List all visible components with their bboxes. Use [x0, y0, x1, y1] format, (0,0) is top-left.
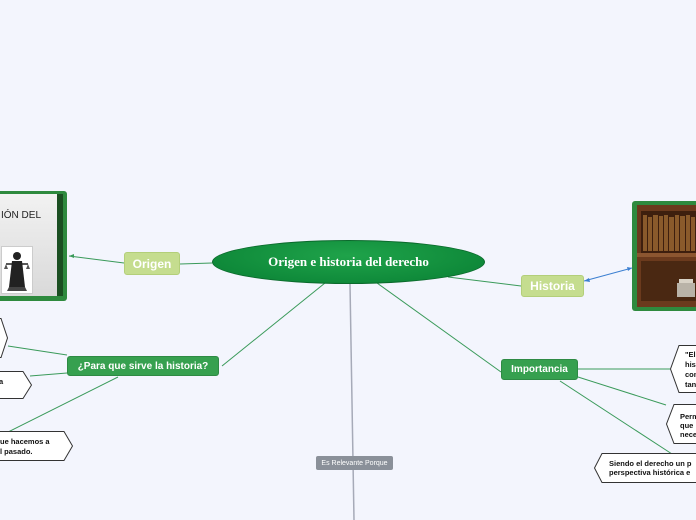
origen-image-inner: IÓN DEL — [0, 194, 57, 296]
callout-right-2-l1: Perm — [680, 412, 696, 421]
callout-left-low-line1: ue hacemos a — [0, 437, 50, 446]
origen-image: IÓN DEL — [0, 191, 67, 301]
callout-left-mid[interactable]: a — [0, 371, 32, 399]
bookshelf-icon — [637, 205, 696, 307]
callout-right-1[interactable]: "El his con tan — [670, 345, 696, 393]
callout-right-1-l1: "El — [685, 350, 696, 359]
callout-right-3-l1: Siendo el derecho un p — [609, 459, 692, 468]
callout-right-3[interactable]: Siendo el derecho un p perspectiva histó… — [594, 453, 696, 483]
callout-right-2-l2: que — [680, 421, 694, 430]
callout-left-low[interactable]: ue hacemos a l pasado. — [0, 431, 73, 461]
branch-importancia[interactable]: Importancia — [501, 359, 578, 380]
justice-figure-icon — [1, 246, 33, 294]
central-topic[interactable]: Origen e historia del derecho — [212, 240, 485, 284]
callout-right-2-l3: nece — [680, 430, 696, 439]
branch-historia[interactable]: Historia — [521, 275, 584, 297]
branch-es-relevante[interactable]: Es Relevante Porque — [316, 456, 393, 470]
callout-right-1-l2: his — [685, 360, 696, 369]
callout-right-2[interactable]: Perm que nece — [666, 404, 696, 444]
callout-right-3-l2: perspectiva histórica e — [609, 468, 691, 477]
origen-image-caption: IÓN DEL — [1, 210, 42, 221]
branch-origen[interactable]: Origen — [124, 252, 180, 275]
callout-left-mid-text: a — [0, 377, 4, 386]
callout-right-1-l3: con — [685, 370, 696, 379]
callout-left-top[interactable] — [0, 318, 8, 358]
branch-para-que-sirve[interactable]: ¿Para que sirve la historia? — [67, 356, 219, 376]
callout-right-1-l4: tan — [685, 380, 696, 389]
historia-image — [632, 201, 696, 311]
callout-left-low-line2: l pasado. — [0, 447, 33, 456]
origen-image-edge — [57, 194, 63, 296]
